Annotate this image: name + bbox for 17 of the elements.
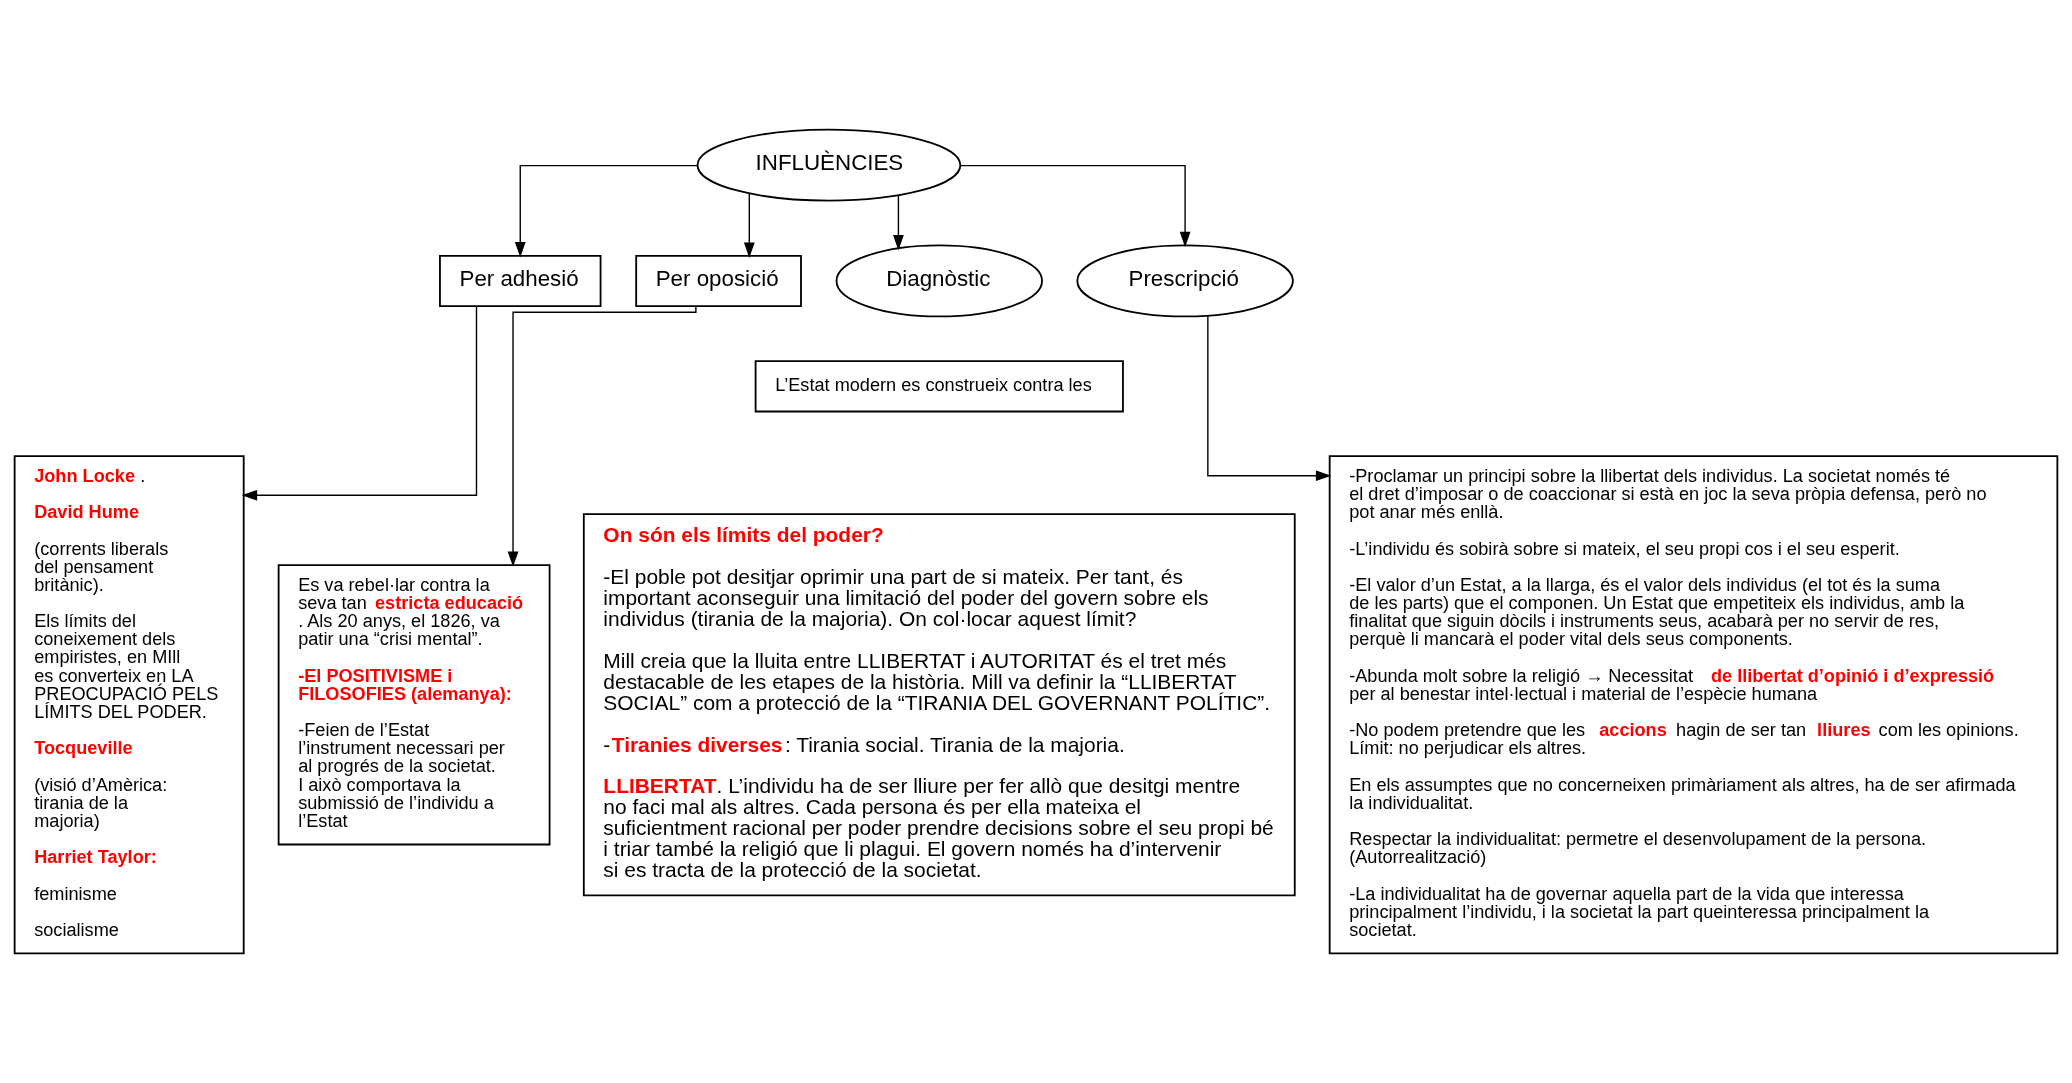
arrow (514, 164, 699, 258)
node-box: On són els límits del poder? -El poble pot desitjar oprimir una part de si mateix. Per tant, és important aconseguir una limitació del poder del govern sobre els individus (tirania de la majoria). On col·locar aquest límit? Mill creia que la lluita entre LLIBERTAT i AUTORITAT és el tret més destacable de les etapes de la història. Mill va definir la “LLIBERTAT SOCIAL” com a protecció de la “TIRANIA DEL GOVERNANT POLÍTIC”. -Tiranies diverses: Tirania social. Tirania de la majoria. LLIBERTAT. L’individu ha de ser lliure per fer allò que desitgi mentre no faci mal als altres. Cada persona és per ella mateixa el suficientment racional per poder prendre decisions sobre el seu propi bé i triar també la religió que li plagui. El govern només ha d’intervenir si es tracta de la protecció de la societat. (582, 513, 1296, 897)
node-box: Per adhesió (439, 254, 602, 307)
arrow (959, 164, 1191, 248)
node-box: Per oposició (635, 254, 802, 307)
arrow (743, 193, 755, 258)
node-box: -Proclamar un principi sobre la llibertat dels individus. La societat només té el dret d’imposar o de coaccionar si està en joc la seva pròpia defensa, però no pot anar més enllà. -L’individu és sobirà sobre si mateix, el seu propi cos i el seu esperit. -El valor d’un Estat, a la llarga, és el valor dels individus (el tot és la suma de les parts) que el componen. Un Estat que empetiteix els individus, amb la finalitat que siguin dòcils i instruments seus, acabarà per no servir de res, perquè li mancarà el poder vital dels seus components. -Abunda molt sobre la religió → Necessitat de llibertat d’opinió i d’expressió per al benestar intel·lectual i material de l’espècie humana -No podem pretendre que les accions hagin de ser tan lliures com les opinions. Límit: no perjudicar els altres. En els assumptes que no concerneixen primàriament als altres, ha de ser afirmada la individualitat. Respectar la individualitat: permetre el desenvolupament de la persona. (Autorrealització) -La individualitat ha de governar aquella part de la vida que interessa principalment l’individu, i la societat la part queinteressa principalment la societat. (1328, 455, 2059, 955)
arrow (507, 305, 697, 567)
arrow (241, 305, 478, 501)
node-ellipse: INFLUÈNCIES (696, 128, 962, 202)
node-box: L’Estat modern es construeix contra les (754, 360, 1124, 413)
node-ellipse: Diagnòstic (835, 244, 1043, 318)
node-ellipse: Prescripció (1076, 244, 1294, 318)
arrow (893, 194, 904, 251)
arrow (1207, 315, 1332, 482)
node-box: John Locke. David Hume (corrents liberals del pensament britànic). Els límits del coneixement dels empiristes, en MIll es converteix en LA PREOCUPACIÓ PELS LÍMITS DEL PODER. Tocqueville (visió d’Amèrica: tirania de la majoria) Harriet Taylor: feminisme socialisme (13, 455, 245, 955)
node-box: Es va rebel·lar contra la seva tan estricta educació. Als 20 anys, el 1826, va patir una “crisi mental”. -El POSITIVISME i FILOSOFIES (alemanya): -Feien de l’Estat l’instrument necessari per al progrés de la societat. I això comportava la submissió de l’individu a l’Estat (277, 564, 551, 846)
